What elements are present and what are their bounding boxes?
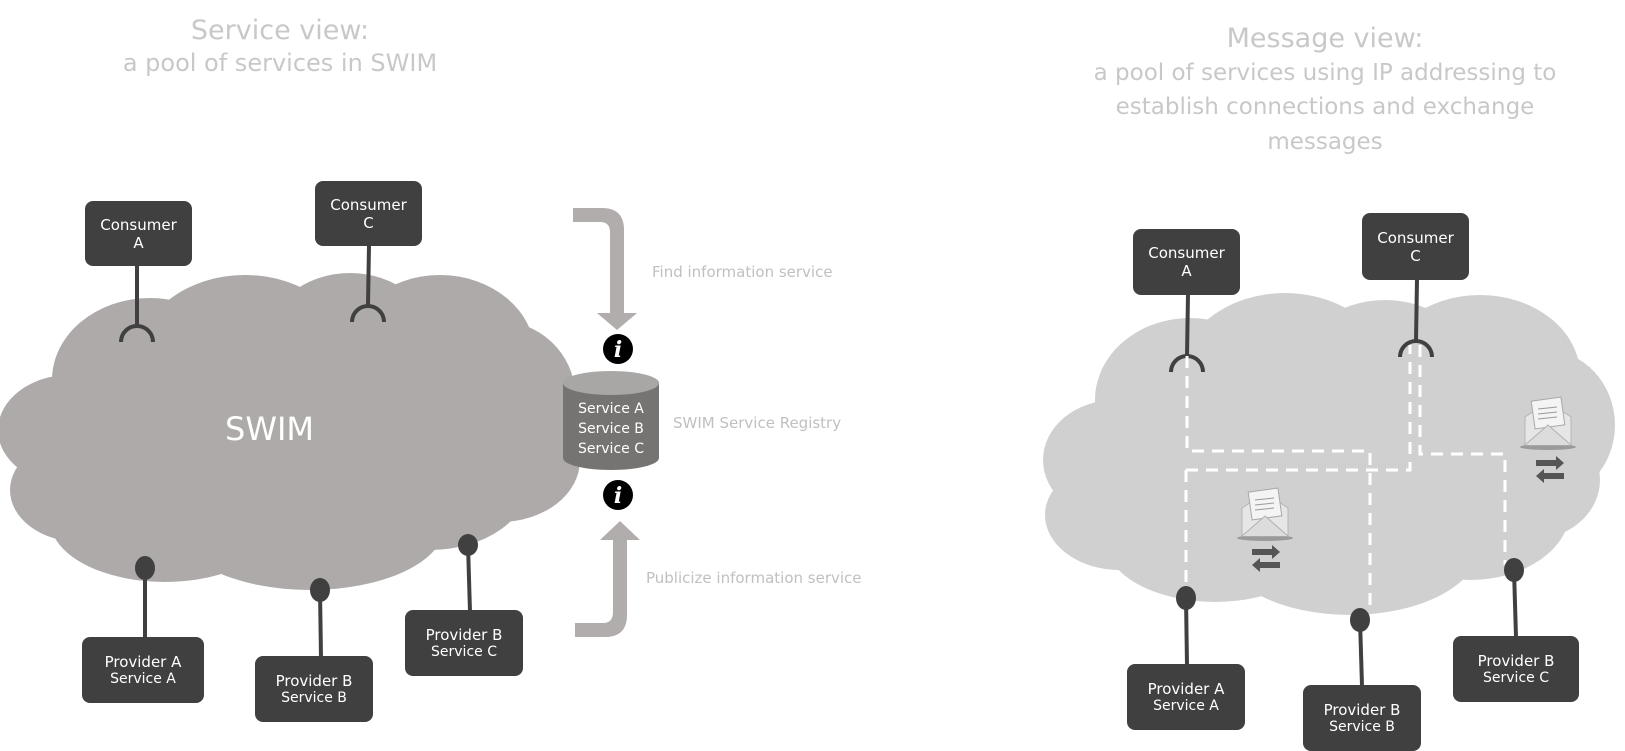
envelope-icon bbox=[1237, 487, 1293, 541]
provider-c-connector bbox=[458, 534, 478, 613]
consumer-id: A bbox=[133, 233, 144, 252]
provider-b-box: Provider B Service B bbox=[255, 656, 373, 722]
consumer-c-box: Consumer C bbox=[315, 181, 422, 246]
consumer-name: Consumer bbox=[100, 215, 177, 234]
info-icon: i bbox=[603, 480, 633, 510]
svg-text:i: i bbox=[614, 337, 622, 363]
message-view-subtitle-2: establish connections and exchange bbox=[1115, 94, 1535, 121]
consumer-name: Consumer bbox=[1148, 244, 1225, 262]
consumer-name: Consumer bbox=[330, 195, 407, 214]
info-icon: i bbox=[603, 334, 633, 364]
message-view-subtitle-1: a pool of services using IP addressing t… bbox=[1093, 59, 1557, 86]
service-view-heading: Service view: bbox=[190, 15, 370, 46]
provider-b-box: Provider B Service B bbox=[1303, 685, 1421, 751]
registry-database bbox=[563, 371, 659, 470]
message-cloud bbox=[1043, 293, 1615, 615]
registry-label: SWIM Service Registry bbox=[673, 414, 842, 432]
message-view-title: Message view: a pool of services using I… bbox=[1070, 22, 1580, 159]
message-view-heading: Message view: bbox=[1226, 23, 1424, 54]
consumer-a-connector bbox=[119, 265, 155, 343]
consumer-c-connector bbox=[350, 244, 386, 323]
provider-service: Service C bbox=[431, 644, 497, 660]
message-paths bbox=[1184, 345, 1507, 612]
provider-name: Provider B bbox=[1323, 701, 1401, 719]
consumer-id: A bbox=[1181, 262, 1192, 280]
provider-name: Provider A bbox=[104, 653, 182, 671]
exchange-arrows-icon bbox=[1536, 456, 1564, 483]
provider-service: Service B bbox=[1329, 719, 1395, 735]
registry-entry: Service A bbox=[578, 401, 644, 417]
provider-c-box: Provider B Service C bbox=[405, 610, 523, 676]
swim-cloud bbox=[0, 273, 580, 590]
registry-entry: Service B bbox=[578, 421, 644, 437]
consumer-name: Consumer bbox=[1377, 228, 1454, 247]
provider-name: Provider B bbox=[1477, 652, 1555, 670]
consumer-c-connector bbox=[1398, 278, 1434, 358]
consumer-id: C bbox=[1410, 246, 1421, 265]
provider-a-box: Provider A Service A bbox=[1127, 664, 1245, 730]
publicize-label: Publicize information service bbox=[646, 569, 862, 587]
provider-b-connector bbox=[1350, 608, 1370, 687]
consumer-c-box: Consumer C bbox=[1362, 213, 1469, 280]
registry-entry: Service C bbox=[578, 441, 644, 457]
provider-service: Service C bbox=[1483, 670, 1549, 686]
provider-a-connector bbox=[1176, 586, 1196, 666]
consumer-a-box: Consumer A bbox=[1133, 229, 1240, 295]
find-label: Find information service bbox=[652, 263, 833, 281]
service-view-title: Service view: a pool of services in SWIM bbox=[60, 14, 500, 78]
provider-service: Service B bbox=[281, 690, 347, 706]
consumer-id: C bbox=[363, 213, 374, 232]
provider-a-box: Provider A Service A bbox=[82, 637, 204, 703]
provider-service: Service A bbox=[1153, 698, 1219, 714]
publicize-arrow bbox=[575, 521, 640, 637]
envelope-icon bbox=[1520, 396, 1576, 450]
registry-entries: Service A Service B Service C bbox=[566, 399, 656, 459]
provider-name: Provider B bbox=[275, 672, 353, 690]
swim-label: SWIM bbox=[225, 410, 314, 448]
provider-name: Provider A bbox=[1147, 680, 1225, 698]
provider-a-connector bbox=[135, 556, 155, 638]
provider-service: Service A bbox=[110, 671, 176, 687]
provider-b-connector bbox=[310, 578, 330, 659]
exchange-arrows-icon bbox=[1252, 545, 1280, 572]
consumer-a-box: Consumer A bbox=[85, 201, 192, 266]
provider-c-box: Provider B Service C bbox=[1453, 636, 1579, 702]
message-view-subtitle-3: messages bbox=[1267, 128, 1383, 155]
service-view-subtitle: a pool of services in SWIM bbox=[122, 48, 438, 77]
provider-name: Provider B bbox=[425, 626, 503, 644]
find-arrow bbox=[573, 208, 637, 330]
provider-c-connector bbox=[1504, 558, 1524, 638]
svg-text:i: i bbox=[614, 483, 622, 509]
